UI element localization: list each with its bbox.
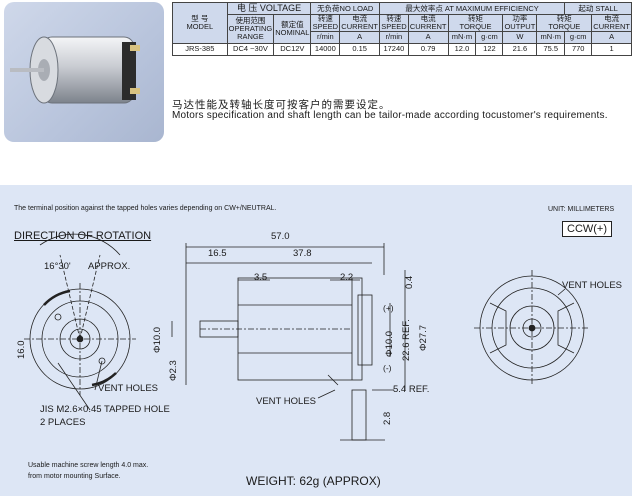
value-cell: 122 [475, 42, 504, 56]
unit-cell: mN·m [536, 30, 566, 44]
end-view-left [24, 233, 136, 411]
value-cell: 17240 [378, 42, 409, 56]
dim-16-5: 16.5 [208, 248, 227, 259]
unit-cell: g·cm [564, 30, 593, 44]
value-cell: 21.6 [502, 42, 538, 56]
value-cell: 0.79 [407, 42, 449, 56]
dim-57: 57.0 [271, 231, 290, 242]
noload-header: 无负荷NO LOAD [310, 2, 380, 15]
value-cell: 770 [564, 42, 593, 56]
end-view-right [474, 270, 590, 386]
plus-label: (+) [383, 303, 394, 313]
minus-label: (-) [383, 363, 392, 373]
direction-label: DIRECTION OF ROTATION [14, 230, 152, 242]
dim-2-2: 2.2 [340, 272, 354, 283]
motor-photo [4, 2, 164, 142]
maxeff-header: 最大效率点 AT MAXIMUM EFFICIENCY [378, 2, 566, 15]
places-label: 2 PLACES [40, 417, 86, 428]
nominal-cell: DC12V [273, 42, 312, 56]
note-english: Motors specification and shaft length ca… [172, 110, 608, 121]
drawing-lines [24, 233, 590, 441]
terminal-note: The terminal position against the tapped… [14, 205, 277, 212]
table-row: JRS-385 DC4 ~30V DC12V 14000 0.15 17240 … [172, 42, 632, 56]
dim-phi-27-7: Φ27.7 [418, 324, 429, 351]
dim-22-6: 22.6 REF. [401, 319, 412, 361]
unit-cell: A [339, 30, 380, 44]
jis-label: JIS M2.6×0.45 TAPPED HOLE [40, 404, 170, 415]
unit-cell: r/min [378, 30, 409, 44]
value-cell: 12.0 [447, 42, 477, 56]
value-cell: 1 [591, 42, 632, 56]
value-cell: 75.5 [536, 42, 566, 56]
value-cell: 14000 [310, 42, 341, 56]
vent-holes-label: VENT HOLES [98, 383, 159, 394]
technical-drawing: The terminal position against the tapped… [0, 185, 632, 496]
ccw-box: CCW(+) [562, 221, 613, 237]
dim-phi-2-3: Φ2.3 [168, 360, 179, 381]
angle-label: 16°30' [44, 261, 71, 272]
dim-3-5: 3.5 [254, 272, 268, 283]
unit-cell: g·cm [475, 30, 504, 44]
motor-illustration [10, 36, 140, 104]
dim-phi-10a: Φ10.0 [152, 326, 163, 353]
dim-5-4: 5.4 REF. [393, 384, 430, 395]
voltage-header: 电 压 VOLTAGE [226, 2, 312, 15]
dim-16: 16.0 [16, 340, 27, 360]
model-cell: JRS-385 [172, 42, 228, 56]
unit-label: UNIT: MILLIMETERS [548, 206, 615, 213]
value-cell: 0.15 [339, 42, 380, 56]
stall-header: 起动 STALL [564, 2, 632, 15]
unit-cell: W [502, 30, 538, 44]
unit-cell: r/min [310, 30, 341, 44]
note-chinese: 马达性能及转轴长度可按客户的需要设定。 [172, 99, 391, 111]
vent-holes-label: VENT HOLES [562, 280, 623, 291]
range-cell: DC4 ~30V [226, 42, 275, 56]
screw-note: from motor mounting Surface. [28, 473, 121, 480]
screw-note: Usable machine screw length 4.0 max. [28, 462, 149, 469]
weight-label: WEIGHT: 62g (APPROX) [246, 474, 381, 488]
dim-0-4: 0.4 [404, 275, 415, 289]
unit-cell: A [407, 30, 449, 44]
dim-2-8: 2.8 [382, 411, 393, 425]
approx-label: APPROX. [88, 261, 131, 272]
dim-phi-10b: Φ10.0 [384, 330, 395, 357]
vent-holes-label: VENT HOLES [256, 396, 317, 407]
unit-cell: mN·m [447, 30, 477, 44]
unit-cell: A [591, 30, 632, 44]
side-view [171, 243, 406, 441]
dim-37-8: 37.8 [293, 248, 312, 259]
